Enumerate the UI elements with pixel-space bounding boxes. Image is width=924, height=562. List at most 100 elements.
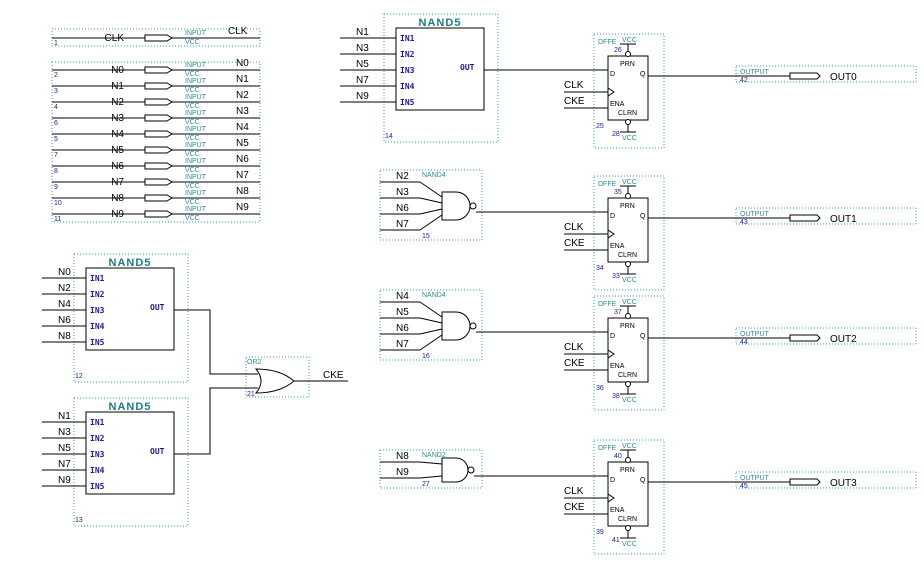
input-name-left: N5 (111, 145, 124, 156)
nand-gate[interactable] (441, 191, 471, 221)
d-label: D (610, 477, 615, 484)
input-name-left: N8 (111, 193, 124, 204)
input-tag: INPUT (185, 110, 207, 117)
output-name: OUT0 (830, 72, 857, 83)
vcc-tag-bottom: VCC (622, 135, 637, 142)
vcc-tag: VCC (185, 199, 200, 206)
gate-id: 16 (422, 353, 430, 360)
nand5-block[interactable] (85, 411, 175, 495)
gate-fan-wire (419, 461, 443, 465)
input-pin-n7[interactable] (144, 178, 173, 186)
output-boundary (735, 471, 917, 489)
input-pin-n4[interactable] (144, 130, 173, 138)
nand5-pin-label: IN2 (400, 50, 415, 59)
gate-input-signal: N9 (396, 467, 409, 478)
ena-label: ENA (610, 101, 625, 108)
gate-input-signal: N7 (396, 339, 409, 350)
input-index: 8 (54, 168, 58, 175)
dffe-bottom-id: 36 (596, 385, 604, 392)
output-tag: OUTPUT (740, 69, 770, 76)
gate-tag: NAND4 (422, 292, 446, 299)
input-name-left: N2 (111, 97, 124, 108)
output-tag: OUTPUT (740, 475, 770, 482)
nand-gate[interactable] (441, 457, 469, 483)
input-tag: INPUT (185, 94, 207, 101)
nand5-input-signal: N5 (356, 59, 369, 70)
gate-fan-wire (419, 208, 443, 215)
input-index: 10 (54, 200, 62, 207)
clk-signal: CLK (564, 342, 584, 353)
nand5-input-signal: N1 (356, 27, 369, 38)
input-pin-n0[interactable] (144, 66, 173, 74)
input-pin-n3[interactable] (144, 114, 173, 122)
output-pin-out2[interactable] (789, 334, 821, 342)
gate-input-signal: N3 (396, 187, 409, 198)
nand5-out-label: OUT (150, 447, 165, 456)
input-pin-n9[interactable] (144, 210, 173, 218)
vcc-tag-top: VCC (622, 179, 637, 186)
nand5-boundary (73, 253, 189, 383)
nand5-pin-label: IN2 (90, 290, 105, 299)
nand5-out-label: OUT (150, 303, 165, 312)
nand5-pin-label: IN3 (400, 66, 415, 75)
dffe-boundary (593, 175, 665, 291)
vcc-tag-top: VCC (622, 443, 637, 450)
gate-fan-wire (419, 214, 443, 231)
dffe-tag: DFFE (598, 301, 617, 308)
output-pin-out3[interactable] (789, 478, 821, 486)
output-pin-out0[interactable] (789, 72, 821, 80)
output-id: 43 (740, 219, 748, 226)
nand5-input-signal: N9 (356, 91, 369, 102)
dffe-boundary (593, 439, 665, 555)
gate-id: 15 (422, 233, 430, 240)
nand5-input-signal: N3 (356, 43, 369, 54)
nand5-title: NAND5 (419, 17, 462, 29)
nand5-pin-label: IN1 (400, 34, 415, 43)
input-name-right: N8 (236, 186, 249, 197)
nand5-pin-label: IN2 (90, 434, 105, 443)
nand5-block[interactable] (85, 267, 175, 351)
or2-gate[interactable] (254, 368, 295, 394)
input-pin-n8[interactable] (144, 194, 173, 202)
gate-fan-wire (419, 181, 443, 198)
nand5-pin-label: IN3 (90, 306, 105, 315)
input-pin-n5[interactable] (144, 146, 173, 154)
dffe-tag: DFFE (598, 445, 617, 452)
nand5-input-signal: N1 (58, 411, 71, 422)
input-pin-n1[interactable] (144, 82, 173, 90)
output-boundary (735, 327, 917, 345)
output-boundary (735, 65, 917, 83)
nand-gate[interactable] (441, 311, 471, 341)
dffe-block[interactable] (607, 197, 649, 263)
nand5-pin-label: IN3 (90, 450, 105, 459)
input-pin-n2[interactable] (144, 98, 173, 106)
nand5-pin-label: IN4 (90, 466, 105, 475)
nand5-input-signal: N9 (58, 475, 71, 486)
d-label: D (610, 333, 615, 340)
nand5-block[interactable] (395, 27, 485, 111)
input-pin-clk[interactable] (144, 34, 173, 42)
dffe-block[interactable] (607, 461, 649, 527)
clock-triangle (607, 493, 615, 503)
cke-label: CKE (323, 370, 344, 381)
input-name-left: N0 (111, 65, 124, 76)
gate-fan-wire (419, 475, 443, 479)
dffe-block[interactable] (607, 55, 649, 121)
input-index: 11 (54, 216, 61, 223)
input-pin-n6[interactable] (144, 162, 173, 170)
gate-input-signal: N2 (396, 171, 409, 182)
or2-id: 21 (247, 391, 255, 398)
output-tag: OUTPUT (740, 211, 770, 218)
output-id: 45 (740, 483, 748, 490)
nand5-id: 13 (75, 517, 83, 524)
input-name-right: N1 (236, 74, 249, 85)
nand5-boundary (383, 13, 499, 143)
output-pin-out1[interactable] (789, 214, 821, 222)
dffe-top-id: 37 (614, 309, 622, 316)
input-name-right: N7 (236, 170, 249, 181)
nand5-title: NAND5 (109, 257, 152, 269)
clrn-bubble (625, 261, 631, 267)
output-name: OUT1 (830, 214, 857, 225)
input-tag: INPUT (185, 62, 207, 69)
nand-bubble (469, 322, 477, 330)
